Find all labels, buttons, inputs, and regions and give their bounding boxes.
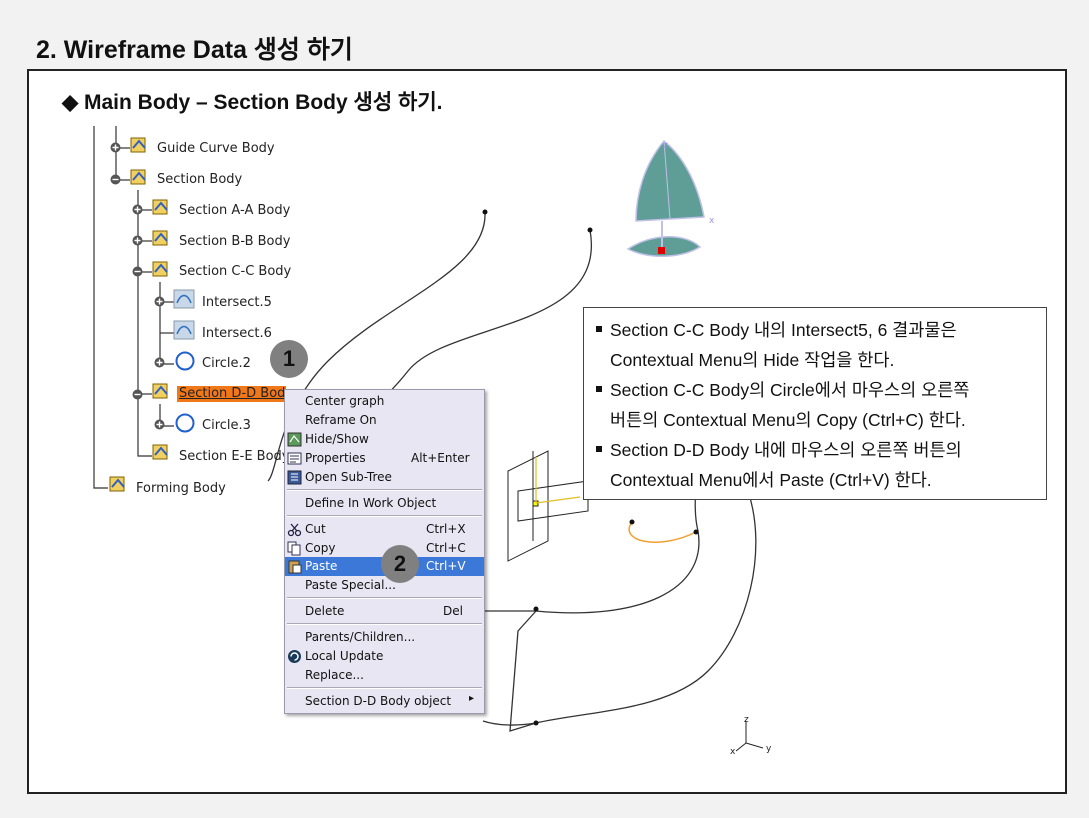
menu-separator [287, 515, 482, 517]
axis-label-x: x [730, 747, 736, 757]
menu-item-reframe-on[interactable]: Reframe On [305, 413, 377, 427]
body-gear-icon [130, 137, 146, 153]
expand-plus-icon[interactable] [132, 235, 143, 246]
menu-separator [287, 489, 482, 491]
axis-indicator [735, 721, 764, 752]
menu-item-paste-special[interactable]: Paste Special... [305, 578, 396, 592]
wire-curve-bottom [482, 720, 537, 726]
page-title: 2. Wireframe Data 생성 하기 [36, 36, 353, 64]
tree-item-circle-2[interactable]: Circle.2 [202, 356, 251, 371]
menu-item-section-d-d-body-object[interactable]: Section D-D Body object ▸ [305, 693, 475, 708]
menu-item-center-graph[interactable]: Center graph [305, 394, 385, 408]
note-line: 버튼의 Contextual Menu의 Copy (Ctrl+C) 한다. [610, 410, 966, 430]
tree-item-section-c-c-body[interactable]: Section C-C Body [179, 264, 292, 279]
hide-show-icon [287, 432, 302, 447]
update-icon [288, 650, 301, 663]
tree-item-section-b-b-body[interactable]: Section B-B Body [179, 234, 291, 249]
square-bullet-icon [596, 326, 602, 332]
context-menu[interactable]: Center graph Reframe On Hide/Show Proper… [284, 389, 485, 714]
menu-item-parents-children[interactable]: Parents/Children... [305, 630, 416, 644]
arc-orange [628, 521, 697, 543]
note-line: Section C-C Body 내의 Intersect5, 6 결과물은 [610, 320, 957, 340]
submenu-arrow-icon: ▸ [469, 693, 475, 704]
expand-plus-icon[interactable] [110, 142, 121, 153]
body-gear-icon [109, 476, 125, 492]
expand-plus-icon[interactable] [154, 357, 165, 368]
body-gear-icon [152, 230, 168, 246]
compass-axis-z: z [663, 141, 668, 151]
tree-item-section-e-e-body[interactable]: Section E-E Body [179, 449, 290, 464]
tree-item-circle-3[interactable]: Circle.3 [202, 418, 251, 433]
tree-item-section-a-a-body[interactable]: Section A-A Body [179, 203, 291, 218]
collapse-minus-icon[interactable] [110, 174, 121, 185]
paste-icon [288, 560, 302, 574]
step-badge-2: 2 [381, 545, 419, 583]
subtitle-text: Main Body – Section Body 생성 하기. [83, 91, 443, 114]
collapse-minus-icon[interactable] [132, 266, 143, 277]
body-gear-icon [130, 169, 146, 185]
menu-item-replace[interactable]: Replace... [305, 668, 364, 682]
note-line: Section C-C Body의 Circle에서 마우스의 오른쪽 [610, 380, 970, 400]
menu-item-define-in-work-object[interactable]: Define In Work Object [305, 496, 437, 510]
expand-plus-icon[interactable] [154, 419, 165, 430]
menu-item-hide-show[interactable]: Hide/Show [285, 430, 484, 449]
tree-item-forming-body[interactable]: Forming Body [136, 481, 226, 496]
wire-point [693, 529, 699, 535]
tree-item-intersect-6[interactable]: Intersect.6 [202, 326, 272, 341]
square-bullet-icon [596, 386, 602, 392]
compass-widget[interactable] [622, 135, 714, 265]
intersect-icon [173, 289, 195, 309]
scissors-icon [287, 523, 302, 537]
instruction-note: Section C-C Body 내의 Intersect5, 6 결과물은 C… [583, 307, 1047, 500]
circle-icon [175, 351, 195, 371]
diamond-bullet-icon: ◆ [62, 91, 84, 114]
axis-label-z: z [744, 715, 749, 725]
tree-item-guide-curve-body[interactable]: Guide Curve Body [157, 141, 275, 156]
wire-point [482, 209, 488, 215]
collapse-minus-icon[interactable] [132, 389, 143, 400]
body-gear-icon [152, 199, 168, 215]
intersect-icon [173, 320, 195, 340]
wire-curve-left [267, 211, 486, 482]
slide-subtitle: ◆ Main Body – Section Body 생성 하기. [62, 86, 442, 116]
body-gear-icon [152, 261, 168, 277]
menu-item-open-sub-tree[interactable]: Open Sub-Tree [285, 468, 484, 487]
square-bullet-icon [596, 446, 602, 452]
body-gear-icon [152, 383, 168, 399]
wire-point [533, 606, 539, 612]
tree-item-section-body[interactable]: Section Body [157, 172, 243, 187]
copy-icon [287, 541, 301, 556]
note-line: Contextual Menu에서 Paste (Ctrl+V) 한다. [610, 470, 932, 490]
wire-point [629, 519, 635, 525]
expand-plus-icon[interactable] [132, 204, 143, 215]
axis-label-y: y [766, 744, 772, 754]
expand-plus-icon[interactable] [154, 296, 165, 307]
tree-item-intersect-5[interactable]: Intersect.5 [202, 295, 272, 310]
properties-icon [287, 452, 302, 465]
menu-item-local-update[interactable]: Local Update [285, 647, 484, 666]
wire-point [533, 720, 539, 726]
compass-axis-x: x [709, 216, 715, 226]
sub-tree-icon [287, 470, 302, 485]
step-badge-1: 1 [270, 340, 308, 378]
menu-separator [287, 687, 482, 689]
plane-gizmo [507, 450, 589, 562]
menu-separator [287, 597, 482, 599]
wire-curve-lower [509, 490, 757, 732]
menu-separator [287, 623, 482, 625]
wire-point [587, 227, 593, 233]
note-line: Section D-D Body 내에 마우스의 오른쪽 버튼의 [610, 440, 962, 460]
circle-icon [175, 413, 195, 433]
tree-item-section-d-d-body[interactable]: Section D-D Body [177, 386, 286, 402]
body-gear-icon [152, 444, 168, 460]
note-line: Contextual Menu의 Hide 작업을 한다. [610, 350, 895, 370]
